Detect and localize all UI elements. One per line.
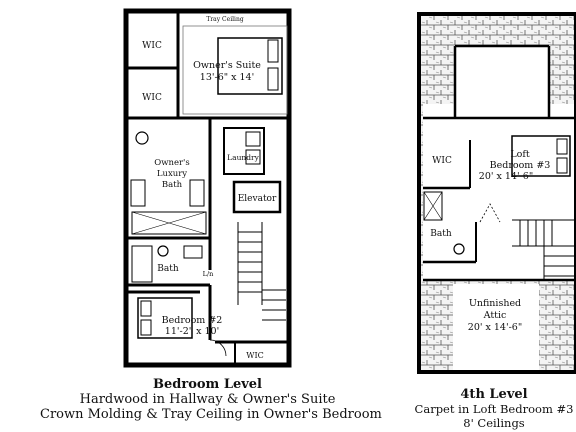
bedroom-level-plan: Tray Ceiling WIC WIC Owner's Suite 13'-6… (123, 8, 292, 368)
loft-line1: Loft (510, 149, 530, 160)
fourth-bath-label: Bath (430, 229, 452, 239)
fourth-level-caption: 4th Level Carpet in Loft Bedroom #3 8' C… (412, 387, 576, 430)
owners-suite-dims: 13'-6" x 14' (200, 72, 254, 83)
ln-label: L/n (203, 270, 214, 278)
elevator (232, 180, 282, 214)
fourth-wic-label: WIC (432, 156, 452, 166)
attic-dims: 20' x 14'-6" (468, 322, 522, 333)
bedroom2-name: Bedroom #2 (162, 315, 223, 326)
tray-ceiling-label: Tray Ceiling (206, 16, 244, 23)
elevator-label: Elevator (238, 194, 277, 204)
owners-suite-name: Owner's Suite (193, 60, 261, 71)
wic-top-label: WIC (142, 41, 162, 51)
bedroom-level-caption: Bedroom Level Hardwood in Hallway & Owne… (40, 377, 382, 422)
loft-dims: 20' x 14'-6" (479, 171, 533, 182)
owners-bath-line2: Luxury (157, 169, 187, 179)
bedroom2-dims: 11'-2" x 10' (165, 326, 219, 337)
bedroom-level-title: Bedroom Level (153, 377, 262, 392)
stairs-fourth-level (512, 219, 576, 280)
laundry-room (223, 127, 265, 175)
fourth-level-outer-wall (417, 12, 576, 374)
bedroom-level-caption-line1: Hardwood in Hallway & Owner's Suite (79, 392, 336, 407)
wic-mid-label: WIC (142, 93, 162, 103)
fourth-level-caption-line1: Carpet in Loft Bedroom #3 (414, 402, 574, 416)
wic-bottom-label: WIC (246, 351, 264, 360)
bedroom-level-outer-wall (123, 8, 292, 368)
owners-bath-line3: Bath (162, 180, 183, 190)
attic-line1: Unfinished (469, 298, 521, 309)
fourth-level-caption-line2: 8' Ceilings (463, 416, 525, 430)
stairs-bedroom-level (237, 222, 286, 321)
bath-label: Bath (157, 264, 179, 274)
loft-line2: Bedroom #3 (490, 160, 551, 171)
owners-bath-line1: Owner's (154, 158, 190, 168)
laundry-label: Laundry (227, 153, 259, 162)
fourth-level-title: 4th Level (460, 387, 528, 402)
fourth-level-plan: WIC Loft Bedroom #3 20' x 14'-6" Bath Un… (417, 12, 576, 374)
attic-line2: Attic (483, 310, 507, 321)
bedroom-level-caption-line2: Crown Molding & Tray Ceiling in Owner's … (40, 407, 382, 422)
